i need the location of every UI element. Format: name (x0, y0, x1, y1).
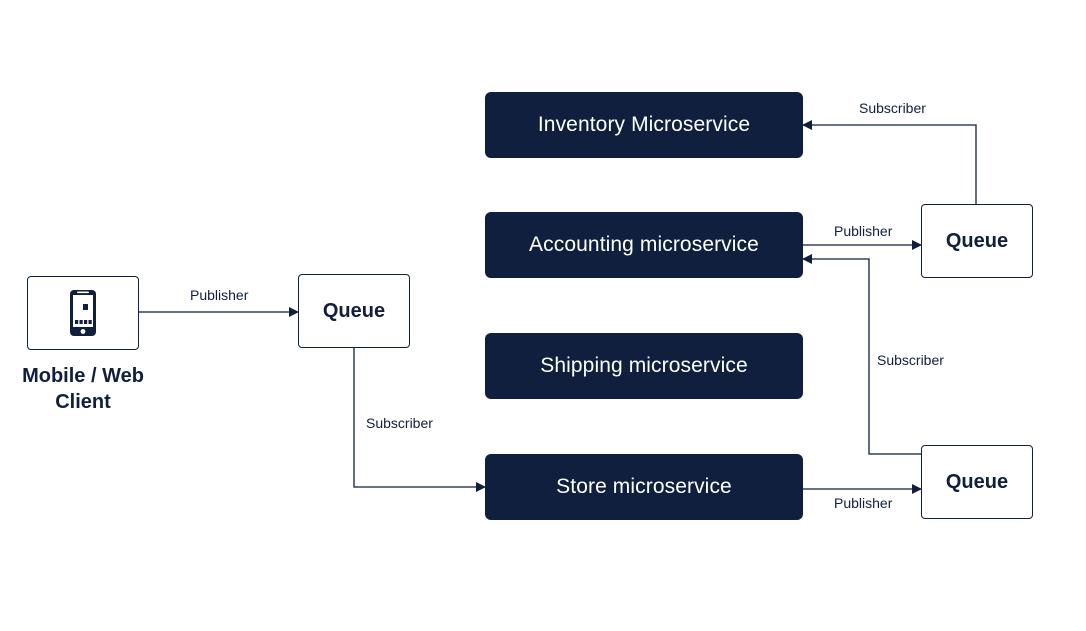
arrow-queue-to-inventory (802, 120, 977, 205)
shipping-microservice-node: Shipping microservice (485, 333, 803, 399)
arrow-queue-to-store (353, 348, 486, 492)
edge-label-store-to-queue: Publisher (834, 495, 893, 511)
client-label-line1: Mobile / Web (22, 365, 144, 387)
edge-label-queue-to-store: Subscriber (366, 415, 433, 431)
inventory-microservice-node: Inventory Microservice (485, 92, 803, 158)
client-label: Mobile / Web Client (3, 363, 163, 415)
accounting-microservice-node: Accounting microservice (485, 212, 803, 278)
queue-top-right-node: Queue (921, 204, 1033, 278)
edge-label-accounting-to-queue: Publisher (834, 223, 893, 239)
queue-bottom-right-node: Queue (921, 445, 1033, 519)
queue-left-node: Queue (298, 274, 410, 348)
store-microservice-node: Store microservice (485, 454, 803, 520)
client-label-line2: Client (55, 391, 111, 413)
edge-label-client-to-queue: Publisher (190, 287, 249, 303)
client-node (27, 276, 139, 350)
mobile-phone-icon (70, 290, 96, 336)
arrow-queue-to-accounting (802, 254, 921, 455)
edge-label-queue-to-accounting: Subscriber (877, 352, 944, 368)
edge-label-queue-to-inventory: Subscriber (859, 100, 926, 116)
